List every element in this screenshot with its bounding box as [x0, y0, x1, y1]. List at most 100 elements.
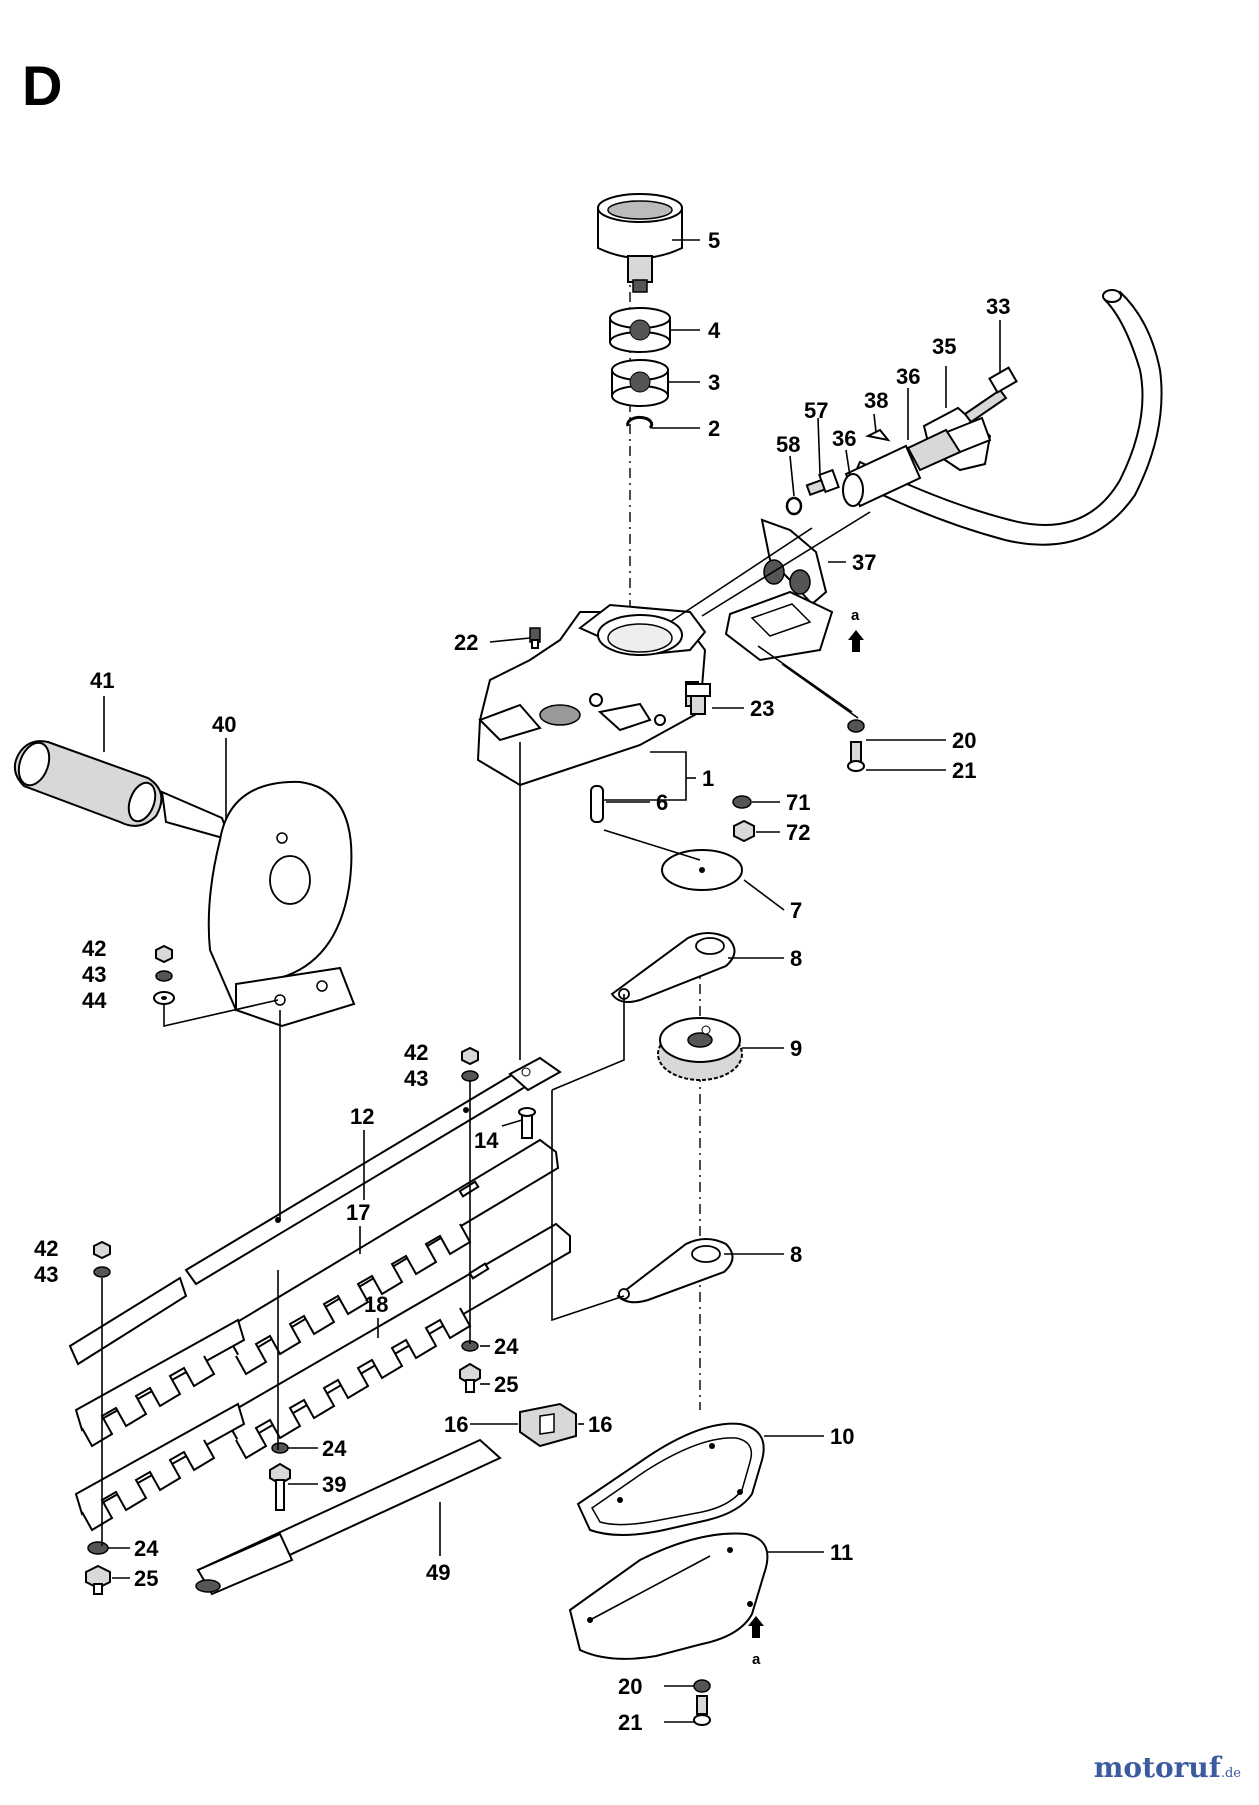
- svg-text:23: 23: [750, 696, 774, 721]
- part-bolt-25-left: [85, 1564, 111, 1595]
- svg-text:42: 42: [82, 936, 106, 961]
- svg-text:12: 12: [350, 1104, 374, 1129]
- svg-text:25: 25: [494, 1372, 518, 1397]
- svg-text:35: 35: [932, 334, 956, 359]
- svg-text:24: 24: [134, 1536, 159, 1561]
- part-bolt-23: [685, 683, 711, 715]
- svg-text:49: 49: [426, 1560, 450, 1585]
- svg-text:5: 5: [708, 228, 720, 253]
- part-bolt-33: [963, 366, 1018, 424]
- watermark-brand: motoruf: [1093, 1751, 1221, 1784]
- svg-text:8: 8: [790, 1242, 802, 1267]
- svg-text:40: 40: [212, 712, 236, 737]
- part-handle-bar: [850, 289, 1163, 546]
- svg-text:21: 21: [952, 758, 976, 783]
- svg-text:20: 20: [618, 1674, 642, 1699]
- part-crank-8-upper: [610, 932, 736, 1003]
- svg-text:2: 2: [708, 416, 720, 441]
- svg-text:14: 14: [474, 1128, 499, 1153]
- svg-text:43: 43: [404, 1066, 428, 1091]
- svg-text:71: 71: [786, 790, 810, 815]
- svg-text:57: 57: [804, 398, 828, 423]
- part-bolt-39: [269, 1462, 291, 1511]
- svg-text:37: 37: [852, 550, 876, 575]
- svg-text:11: 11: [830, 1540, 853, 1565]
- svg-text:72: 72: [786, 820, 810, 845]
- part-disc-7: [661, 849, 743, 891]
- part-screw-22: [529, 627, 541, 649]
- svg-text:58: 58: [776, 432, 800, 457]
- svg-text:39: 39: [322, 1472, 346, 1497]
- svg-text:17: 17: [346, 1200, 370, 1225]
- svg-text:22: 22: [454, 630, 478, 655]
- svg-text:25: 25: [134, 1566, 158, 1591]
- svg-text:41: 41: [90, 668, 114, 693]
- svg-text:24: 24: [322, 1436, 347, 1461]
- part-nut-72: [733, 819, 755, 843]
- part-key-38: [864, 428, 891, 442]
- part-washer-20-lower: [693, 1679, 711, 1693]
- arrow-mark-a-bottom: a: [748, 1616, 764, 1668]
- svg-text:16: 16: [588, 1412, 612, 1437]
- callout-labels: 5 4 3 2 33 35 36 38 57 58 36: [34, 228, 1010, 1735]
- part-bearing-lower: [611, 359, 669, 407]
- part-bearing-upper: [609, 307, 671, 353]
- part-screw-21-lower: [693, 1695, 711, 1726]
- part-washer-20-upper: [847, 719, 865, 733]
- part-grip-41: [13, 740, 163, 827]
- part-gasket-10: [576, 1422, 765, 1536]
- part-nut-42-upper: [155, 944, 173, 964]
- svg-text:36: 36: [896, 364, 920, 389]
- part-washer-43-left: [93, 1266, 111, 1278]
- part-crank-8-lower: [616, 1238, 734, 1304]
- watermark-tld: .de: [1220, 1766, 1241, 1781]
- part-blade-18: [222, 1222, 571, 1460]
- part-washer-71: [732, 795, 752, 809]
- part-cover-11: [568, 1532, 769, 1660]
- svg-text:44: 44: [82, 988, 107, 1013]
- svg-text:3: 3: [708, 370, 720, 395]
- part-washer-43-middle: [461, 1070, 479, 1082]
- svg-text:38: 38: [864, 388, 888, 413]
- svg-text:a: a: [851, 607, 860, 624]
- part-ring-58: [785, 496, 803, 516]
- svg-text:1: 1: [702, 766, 714, 791]
- svg-text:20: 20: [952, 728, 976, 753]
- part-blade-left-upper: [68, 1276, 246, 1448]
- svg-text:18: 18: [364, 1292, 388, 1317]
- part-bolt-25-middle: [459, 1362, 481, 1393]
- svg-text:42: 42: [34, 1236, 58, 1261]
- svg-text:36: 36: [832, 426, 856, 451]
- part-clamp-35: [906, 406, 992, 472]
- svg-text:43: 43: [34, 1262, 58, 1287]
- part-handle-tube-36: [842, 444, 922, 508]
- part-pin-6: [590, 785, 604, 823]
- svg-text:6: 6: [656, 790, 668, 815]
- svg-text:42: 42: [404, 1040, 428, 1065]
- svg-text:a: a: [752, 1651, 761, 1668]
- part-blade-guard-49: [195, 1438, 502, 1596]
- part-circlip: [626, 415, 654, 430]
- svg-text:9: 9: [790, 1036, 802, 1061]
- part-bracket-37: [724, 518, 834, 662]
- part-block-16: [519, 1402, 577, 1448]
- part-washer-43-upper: [155, 970, 173, 982]
- part-hand-guard-40: [160, 780, 356, 1028]
- svg-text:24: 24: [494, 1334, 519, 1359]
- connection-lines: [101, 511, 871, 1546]
- svg-text:21: 21: [618, 1710, 642, 1735]
- part-washer-44: [153, 991, 175, 1005]
- part-clutch-drum: [597, 193, 683, 293]
- part-screw-57: [805, 468, 840, 497]
- part-nut-42-middle: [461, 1046, 479, 1066]
- part-gear-housing: [476, 603, 707, 787]
- part-washer-24-left: [87, 1541, 109, 1555]
- arrow-mark-a-top: a: [848, 607, 864, 652]
- part-blade-left-lower: [74, 1402, 246, 1532]
- part-screw-21-upper: [847, 741, 865, 772]
- svg-text:33: 33: [986, 294, 1010, 319]
- svg-text:10: 10: [830, 1424, 854, 1449]
- svg-text:16: 16: [444, 1412, 468, 1437]
- part-gear-9: [657, 1017, 743, 1081]
